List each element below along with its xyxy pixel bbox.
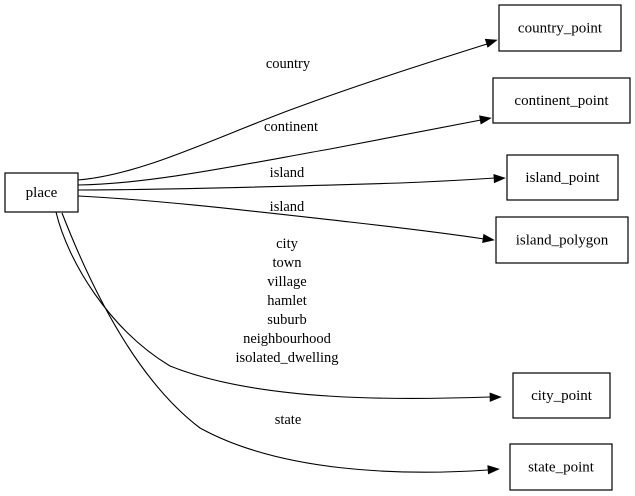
node-label-country_point: country_point	[518, 20, 603, 36]
edge-label-line: island	[270, 199, 305, 215]
arrowhead-country_point	[484, 38, 498, 48]
edge-label-line: island	[270, 165, 305, 181]
node-box-place	[4, 172, 79, 213]
edge-label-line: village	[267, 274, 306, 290]
node-label-island_point: island_point	[525, 170, 600, 186]
edge-label-line: suburb	[267, 312, 306, 328]
node-box-city_point	[512, 372, 611, 419]
edge-line-island_polygon	[77, 195, 485, 240]
node-island_polygon[interactable]: island_polygon	[495, 216, 629, 264]
edge-label-island_point: island	[270, 165, 305, 181]
edge-label-state_point: state	[275, 412, 302, 428]
edges-layer	[55, 38, 506, 475]
node-box-continent_point	[492, 77, 631, 124]
edge-place-to-city_point	[55, 211, 502, 402]
edge-place-to-continent_point	[77, 115, 492, 186]
node-place[interactable]: place	[4, 172, 79, 213]
arrowhead-continent_point	[479, 115, 492, 125]
edge-labels-layer: country continent island island city town vill…	[235, 56, 338, 428]
node-city_point[interactable]: city_point	[512, 372, 611, 419]
edge-label-country_point: country	[266, 56, 311, 72]
edge-line-city_point	[55, 211, 491, 400]
edge-place-to-state_point	[61, 212, 500, 475]
edge-label-line: state	[275, 412, 302, 428]
edge-label-line: continent	[264, 119, 318, 135]
nodes-layer: place country_point continent_point island_…	[4, 4, 631, 491]
edge-line-continent_point	[77, 119, 482, 186]
edge-place-to-island_point	[77, 173, 506, 191]
edge-label-line: neighbourhood	[243, 331, 332, 347]
node-label-state_point: state_point	[528, 459, 595, 475]
node-box-state_point	[509, 443, 613, 491]
node-box-island_point	[506, 154, 619, 201]
node-country_point[interactable]: country_point	[498, 4, 622, 52]
edge-place-to-island_polygon	[77, 195, 495, 244]
node-label-continent_point: continent_point	[514, 93, 609, 109]
arrowhead-island_point	[493, 173, 506, 184]
arrowhead-island_polygon	[482, 233, 495, 244]
node-label-island_polygon: island_polygon	[516, 232, 609, 248]
edge-place-to-country_point	[77, 38, 498, 181]
node-box-country_point	[498, 4, 622, 52]
node-continent_point[interactable]: continent_point	[492, 77, 631, 124]
edge-line-state_point	[61, 212, 489, 473]
edge-label-city_point: city town village hamlet suburb neighbourhood…	[235, 236, 338, 366]
node-state_point[interactable]: state_point	[509, 443, 613, 491]
node-island_point[interactable]: island_point	[506, 154, 619, 201]
arrowhead-city_point	[489, 392, 502, 402]
edge-label-line: town	[273, 255, 303, 271]
edge-label-continent_point: continent	[264, 119, 318, 135]
arrowhead-state_point	[487, 465, 500, 475]
edge-line-country_point	[77, 43, 488, 181]
edge-label-line: country	[266, 56, 311, 72]
edge-line-island_point	[77, 177, 496, 191]
edge-label-line: isolated_dwelling	[235, 350, 338, 366]
edge-label-line: city	[276, 236, 298, 252]
edge-label-island_polygon: island	[270, 199, 305, 215]
node-label-place: place	[26, 185, 58, 201]
node-box-island_polygon	[495, 216, 629, 264]
node-label-city_point: city_point	[531, 388, 593, 404]
edge-label-line: hamlet	[267, 293, 306, 309]
